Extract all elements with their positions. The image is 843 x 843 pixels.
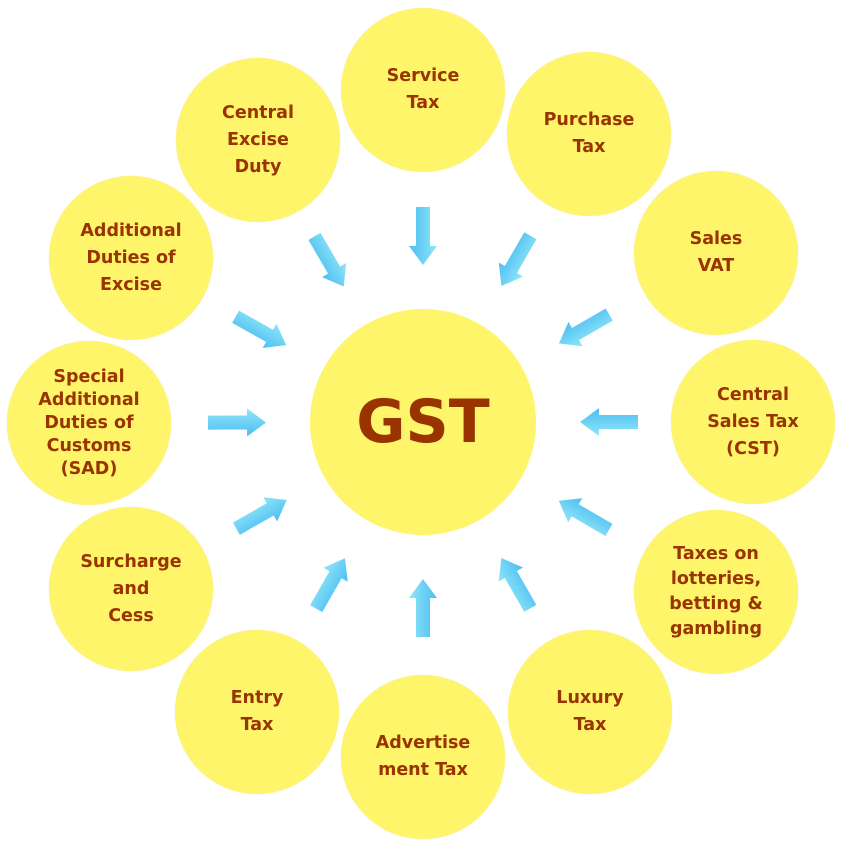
tax-circle-advertisement-tax: Advertise ment Tax [341, 675, 505, 839]
inward-arrow-icon [308, 232, 347, 287]
tax-label: Purchase Tax [543, 110, 635, 157]
tax-circle-cst: Central Sales Tax (CST) [671, 340, 835, 504]
tax-label: Additional Duties of Excise [80, 220, 182, 295]
tax-circle-sad: Special Additional Duties of Customs (SA… [7, 341, 171, 505]
inward-arrow-icon [409, 579, 437, 637]
tax-circle-additional-excise: Additional Duties of Excise [49, 176, 213, 340]
inward-arrow-icon [498, 558, 537, 612]
tax-label: Surcharge and Cess [80, 551, 182, 626]
inward-arrow-icon [558, 308, 613, 347]
tax-circle-purchase-tax: Purchase Tax [507, 52, 671, 216]
tax-label: Special Additional Duties of Customs (SA… [38, 366, 140, 479]
tax-circle-lotteries: Taxes on lotteries, betting & gambling [634, 510, 798, 674]
gst-label: GST [356, 387, 490, 457]
gst-center-circle: GST [310, 309, 536, 535]
tax-label: Entry Tax [230, 688, 284, 735]
tax-label: Sales VAT [689, 229, 743, 276]
tax-circle-entry-tax: Entry Tax [175, 630, 339, 794]
tax-label: Central Excise Duty [222, 102, 294, 177]
tax-label: Taxes on lotteries, betting & gambling [669, 544, 763, 639]
inward-arrow-icon [498, 232, 537, 286]
tax-circle-sales-vat: Sales VAT [634, 171, 798, 335]
tax-label: Central Sales Tax (CST) [707, 384, 799, 459]
tax-label: Advertise ment Tax [375, 733, 471, 780]
tax-circle-central-excise: Central Excise Duty [176, 58, 340, 222]
inward-arrow-icon [558, 498, 613, 536]
inward-arrow-icon [232, 497, 287, 535]
tax-circle-service-tax: Service Tax [341, 8, 505, 172]
inward-arrow-icon [232, 310, 287, 349]
tax-circle-luxury-tax: Luxury Tax [508, 630, 672, 794]
tax-label: Service Tax [386, 66, 460, 113]
tax-circle-surcharge-cess: Surcharge and Cess [49, 507, 213, 671]
inward-arrow-icon [207, 408, 267, 437]
inward-arrow-icon [310, 558, 348, 613]
tax-label: Luxury Tax [556, 688, 624, 735]
inward-arrow-icon [580, 408, 638, 436]
inward-arrow-icon [409, 207, 437, 265]
